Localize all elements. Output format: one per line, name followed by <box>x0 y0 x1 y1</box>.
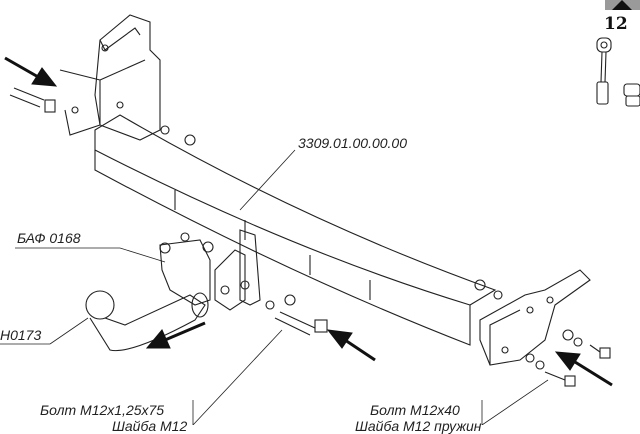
socket-icon <box>623 83 640 107</box>
washer-left-label: Шайба М12 <box>112 418 188 434</box>
main-part-label: 3309.01.00.00.00 <box>298 135 407 151</box>
wrench-ratchet-icon <box>596 37 612 105</box>
ball-label: H0173 <box>0 327 42 343</box>
right-mounting-bracket <box>479 269 591 366</box>
page-number: 12 <box>604 14 628 34</box>
baf-bracket <box>159 229 261 311</box>
bolt-right-label: Болт М12х40 <box>370 402 460 418</box>
bolt-left-label: Болт М12х1,25х75 <box>40 402 165 418</box>
towbar-assembly-drawing <box>0 0 640 425</box>
main-crossbeam <box>94 114 497 346</box>
bolts <box>9 87 611 387</box>
direction-arrow-icon <box>4 56 613 387</box>
bracket-label: БАФ 0168 <box>17 230 81 246</box>
leader-lines <box>0 149 549 425</box>
washer-right-label: Шайба М12 пружин <box>355 418 482 434</box>
tow-ball <box>85 290 209 352</box>
left-mounting-bracket <box>59 14 161 141</box>
